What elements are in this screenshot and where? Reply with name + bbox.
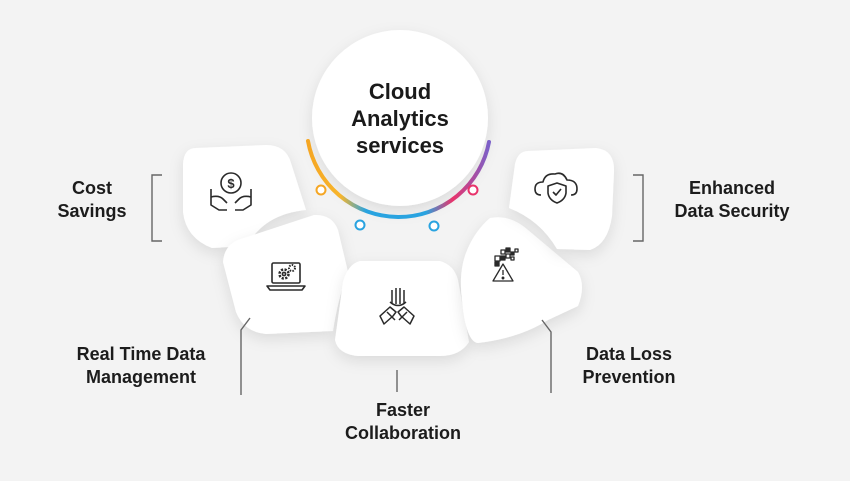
- label-cost-savings: Cost Savings: [54, 177, 130, 223]
- label-cost-savings-line2: Savings: [57, 201, 127, 221]
- label-faster-collab: Faster Collaboration: [330, 399, 476, 445]
- connector-lines: [151, 174, 644, 395]
- connector-cost-savings: [151, 174, 162, 242]
- label-real-time-line2: Management: [85, 367, 197, 387]
- connector-real-time: [240, 317, 251, 395]
- hands-together-icon: [379, 288, 415, 325]
- label-faster-line1: Faster: [375, 400, 431, 420]
- label-real-time-data: Real Time Data Management: [58, 343, 224, 389]
- arc-node-3: [428, 220, 440, 232]
- label-real-time-line1: Real Time Data: [76, 344, 206, 364]
- connector-data-loss: [541, 319, 552, 393]
- svg-text:$: $: [227, 176, 235, 191]
- label-data-loss-line2: Prevention: [582, 367, 676, 387]
- label-data-loss: Data Loss Prevention: [570, 343, 688, 389]
- label-enhanced-line2: Data Security: [674, 201, 790, 221]
- center-circle: [312, 30, 488, 206]
- arc-node-4: [467, 184, 479, 196]
- segment-card-data-loss: [460, 217, 582, 343]
- connector-enhanced-security: [633, 174, 644, 242]
- label-enhanced-security: Enhanced Data Security: [662, 177, 802, 223]
- label-faster-line2: Collaboration: [345, 423, 461, 443]
- arc-node-1: [315, 184, 327, 196]
- label-data-loss-line1: Data Loss: [585, 344, 673, 364]
- data-warning-icon: [492, 247, 519, 282]
- cloud-shield-icon: [534, 172, 578, 204]
- center-title-line1: Cloud: [368, 79, 432, 104]
- label-enhanced-line1: Enhanced: [688, 178, 776, 198]
- arc-node-2: [354, 219, 366, 231]
- center-title-line2: Analytics: [351, 106, 449, 131]
- money-hands-icon: $: [210, 172, 252, 211]
- colored-arc: [306, 139, 491, 219]
- laptop-gear-icon: [266, 262, 306, 291]
- center-title-line3: services: [355, 133, 445, 158]
- label-cost-savings-line1: Cost: [72, 178, 112, 198]
- center-title: Cloud Analytics services: [313, 78, 487, 159]
